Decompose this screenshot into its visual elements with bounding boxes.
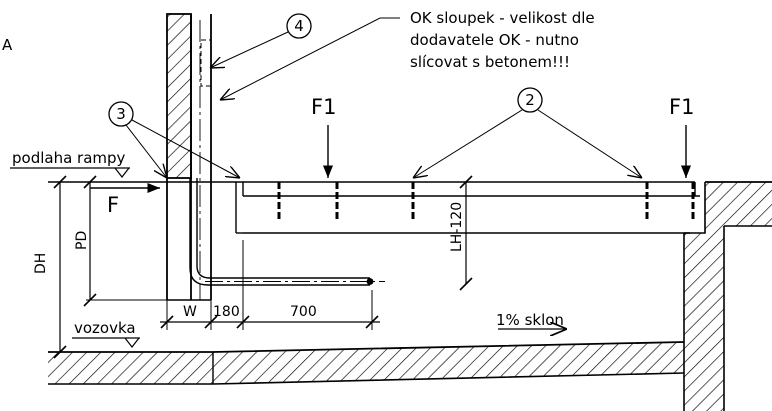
dim-180-label: 180: [213, 304, 240, 320]
road-label: vozovka: [74, 319, 136, 337]
slope-label: 1% sklon: [496, 311, 564, 329]
callout-3-number: 3: [116, 105, 126, 123]
anchor-plate-hidden: [200, 39, 212, 87]
force-f1-left: F1: [311, 95, 336, 119]
callout-3: [108, 101, 240, 178]
dim-w-label: W: [183, 304, 197, 320]
dim-lh-label: LH-120: [449, 202, 465, 252]
callout-2-number: 2: [525, 91, 535, 109]
force-arrows: [90, 125, 692, 194]
dim-pd-label: PD: [74, 231, 90, 250]
column-section: [166, 13, 212, 301]
callout-2: [413, 87, 642, 178]
drain-pipe: [189, 178, 385, 286]
ramp-floor-label: podlaha rampy: [12, 149, 126, 167]
note-leader: [220, 17, 400, 100]
dimension-dh: [48, 175, 70, 359]
road-slab: [48, 341, 685, 385]
callout-4-number: 4: [294, 17, 304, 35]
dimension-bottom: [160, 240, 380, 330]
callout-4: [210, 13, 312, 68]
right-wall: [683, 181, 772, 411]
force-f: F: [107, 193, 119, 217]
dimension-lh: [459, 175, 473, 291]
anchor-bolts: [277, 182, 695, 222]
note-line-3: slícovat s betonem!!!: [410, 53, 570, 71]
dimension-pd: [83, 175, 167, 307]
dim-dh-label: DH: [33, 253, 49, 274]
ramp-slab: [48, 181, 700, 234]
note-line-1: OK sloupek - velikost dle: [410, 9, 595, 27]
edge-letter: A: [2, 36, 13, 54]
force-f1-right: F1: [669, 95, 694, 119]
dim-700-label: 700: [290, 304, 317, 320]
note-line-2: dodavatele OK - nutno: [410, 31, 579, 49]
